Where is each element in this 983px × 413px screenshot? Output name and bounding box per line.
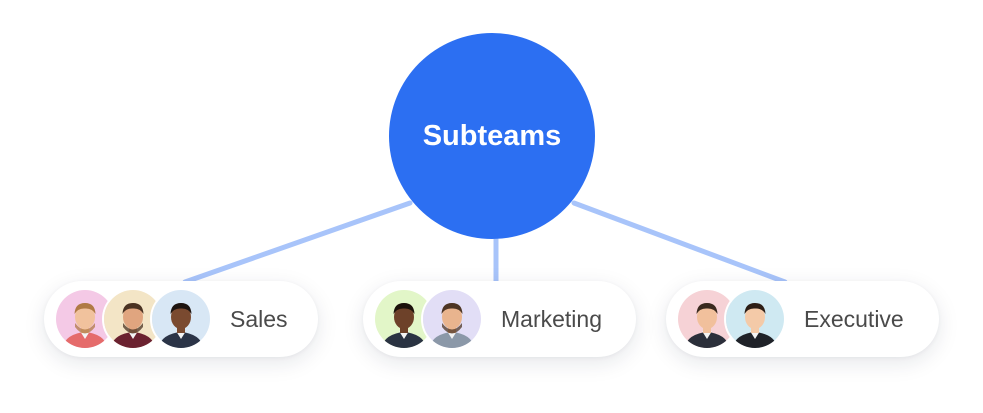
connector-executive (571, 200, 788, 285)
team-pill-sales[interactable]: Sales (44, 281, 318, 357)
avatar-group (676, 288, 786, 350)
avatar-member-1 (54, 288, 116, 350)
avatar-member-2 (421, 288, 483, 350)
team-label: Marketing (501, 305, 602, 332)
avatar-member-3 (150, 288, 212, 350)
avatar-group (373, 288, 483, 350)
team-pill-marketing[interactable]: Marketing (363, 281, 636, 357)
team-label: Executive (804, 305, 904, 332)
avatar-member-2 (724, 288, 786, 350)
subteams-hub[interactable]: Subteams (389, 33, 595, 239)
team-label: Sales (230, 305, 288, 332)
connector-sales (182, 200, 413, 285)
team-pill-executive[interactable]: Executive (666, 281, 939, 357)
avatar-group (54, 288, 212, 350)
hub-label: Subteams (422, 119, 562, 152)
